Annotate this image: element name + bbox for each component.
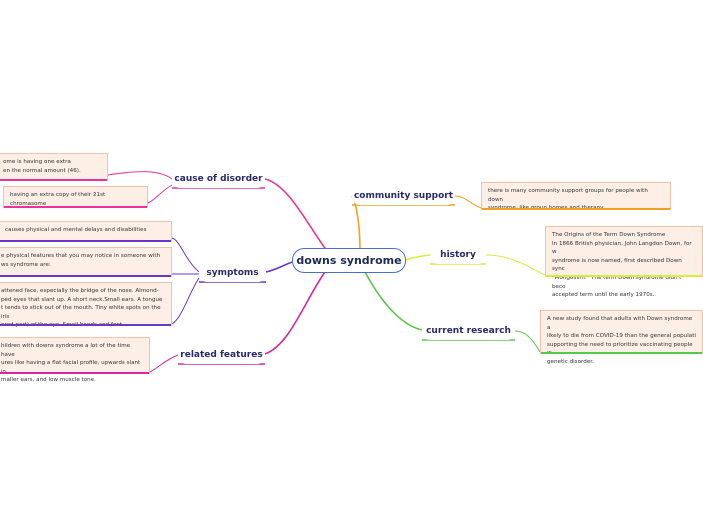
note-cause-extra-copy[interactable]: having an extra copy of their 21st chrom… bbox=[3, 186, 148, 208]
topic-current-research-label: current research bbox=[426, 325, 511, 336]
note-cause-extra-copy-text: having an extra copy of their 21st chrom… bbox=[10, 192, 106, 207]
note-symptoms-delays-text: causes physical and mental delays and di… bbox=[5, 227, 147, 233]
topic-community-support[interactable]: community support bbox=[352, 186, 455, 205]
note-history-origins[interactable]: The Origins of the Term Down Syndrome In… bbox=[545, 226, 703, 298]
link-research bbox=[364, 271, 423, 331]
topic-related-features[interactable]: related features bbox=[178, 345, 265, 364]
note-related-features-text: hildren with downs syndrome a lot of the… bbox=[1, 343, 141, 384]
topic-cause-of-disorder[interactable]: cause of disorder bbox=[172, 169, 265, 188]
topic-history[interactable]: history bbox=[430, 245, 486, 264]
link-related bbox=[264, 271, 326, 355]
note-research-covid[interactable]: A new study found that adults with Down … bbox=[540, 310, 703, 365]
link-history bbox=[404, 254, 431, 261]
note-symptoms-features-list-text: attened face, especially the bridge of t… bbox=[1, 288, 163, 328]
link-cause bbox=[264, 178, 331, 256]
central-topic[interactable]: downs syndrome bbox=[292, 248, 406, 273]
note-history-origins-text: The Origins of the Term Down Syndrome In… bbox=[552, 232, 692, 299]
note-related-features[interactable]: hildren with downs syndrome a lot of the… bbox=[0, 337, 150, 383]
central-topic-label: downs syndrome bbox=[296, 254, 402, 267]
topic-current-research[interactable]: current research bbox=[422, 321, 515, 340]
topic-cause-of-disorder-label: cause of disorder bbox=[174, 173, 263, 184]
note-symptoms-features-list[interactable]: attened face, especially the bridge of t… bbox=[0, 282, 172, 328]
link-symptoms bbox=[265, 261, 293, 273]
topic-symptoms-label: symptoms bbox=[206, 267, 259, 278]
note-symptoms-features-intro-text: e physical features that you may notice … bbox=[1, 253, 161, 268]
topic-community-support-label: community support bbox=[353, 190, 454, 201]
topic-symptoms[interactable]: symptoms bbox=[199, 263, 266, 282]
topic-history-label: history bbox=[440, 249, 476, 260]
note-cause-extra-chromosome[interactable]: ome is having one extra en the normal am… bbox=[0, 153, 108, 181]
note-community-support[interactable]: there is many community support groups f… bbox=[481, 182, 671, 211]
note-cause-extra-chromosome-text: ome is having one extra en the normal am… bbox=[3, 159, 81, 174]
note-symptoms-features-intro[interactable]: e physical features that you may notice … bbox=[0, 247, 172, 277]
topic-related-features-label: related features bbox=[180, 349, 263, 360]
note-symptoms-delays[interactable]: causes physical and mental delays and di… bbox=[0, 221, 172, 242]
